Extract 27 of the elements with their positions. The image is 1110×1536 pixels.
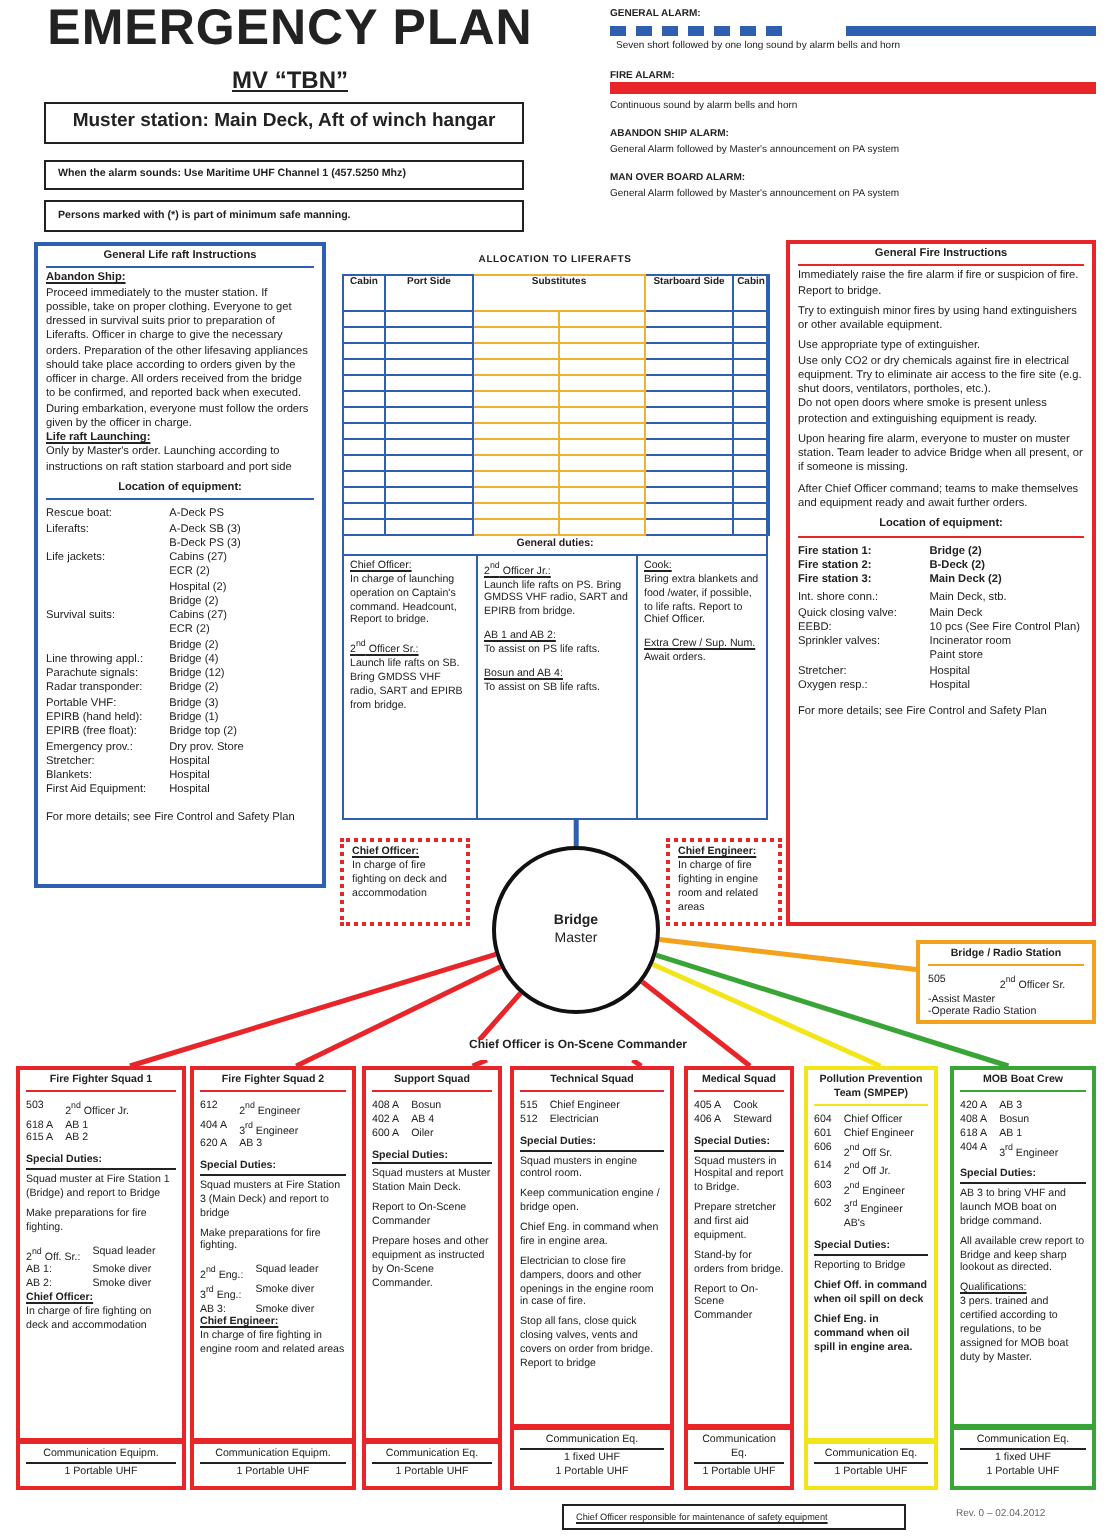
squad-card [950,1066,1096,1490]
info-box [44,160,524,190]
role-box [340,838,470,926]
info-box [562,1504,906,1530]
connector-line [477,991,523,1042]
squad-card [684,1066,794,1490]
connector-line [651,961,882,1069]
connector-line [129,952,497,1069]
connector-line [640,979,752,1068]
vessel-name: MV “TBN” [230,66,350,94]
squad-card [510,1066,674,1490]
instructions-panel [34,242,326,888]
connector-line [655,952,1010,1069]
connector-line [295,964,502,1069]
info-box [44,102,524,144]
connector-line [573,820,579,846]
squad-card [804,1066,938,1490]
muster-station-text: Muster station: Main Deck, Aft of winch hangar [70,110,498,136]
instructions-panel [786,240,1096,926]
squad-card [16,1066,186,1490]
instructions-panel [916,940,1096,1024]
connector-line [659,937,917,972]
title: EMERGENCY PLAN [45,0,535,58]
info-box [44,200,524,232]
role-box [666,838,782,926]
squad-card [190,1066,356,1490]
squad-card [362,1066,502,1490]
